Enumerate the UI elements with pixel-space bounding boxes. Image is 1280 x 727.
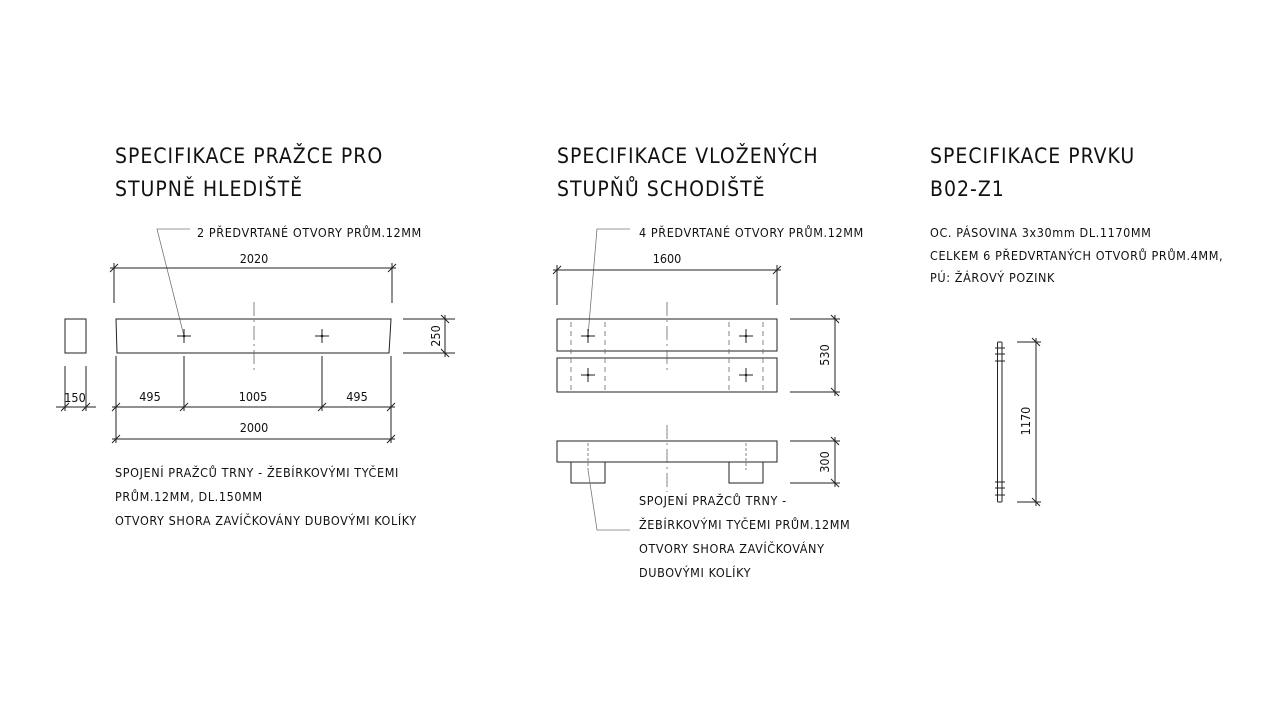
sleeper-beam	[115, 318, 392, 354]
panel-sleeper-spec: SPECIFIKACE PRAŽCE PRO STUPNĚ HLEDIŠTĚ 2…	[56, 143, 455, 528]
dimension-150: 150	[56, 366, 96, 412]
drill-hole-icon	[739, 368, 753, 382]
panel2-note-3: OTVORY SHORA ZAVÍČKOVÁNY	[639, 541, 825, 556]
dim-2000: 2000	[240, 420, 269, 435]
panel2-note-4: DUBOVÝMI KOLÍKY	[639, 565, 751, 580]
steel-strip	[997, 341, 1003, 503]
dim-1005: 1005	[239, 389, 268, 404]
dimension-1170: 1170	[1017, 337, 1041, 507]
dimension-250: 250	[403, 314, 455, 358]
dim-150-label: 150	[64, 390, 85, 405]
hidden-lines	[570, 322, 764, 390]
panel2-note-2: ŽEBÍRKOVÝMI TYČEMI PRŮM.12MM	[639, 517, 850, 532]
panel2-note-1: SPOJENÍ PRAŽCŮ TRNY -	[639, 493, 787, 508]
panel3-title-line1: SPECIFIKACE PRVKU	[930, 144, 1135, 168]
drill-hole-icon	[315, 329, 329, 343]
panel1-note-2: PRŮM.12MM, DL.150MM	[115, 489, 263, 504]
panel1-note-3: OTVORY SHORA ZAVÍČKOVÁNY DUBOVÝMI KOLÍKY	[115, 513, 417, 528]
dimension-2020: 2020	[109, 251, 397, 303]
panel1-leader-line	[156, 228, 190, 337]
panel3-title-line2: B02-Z1	[930, 177, 1005, 201]
sleeper-section	[64, 318, 87, 354]
panel1-title-line1: SPECIFIKACE PRAŽCE PRO	[115, 143, 383, 168]
drill-hole-icon	[177, 329, 191, 343]
step-section-leg	[728, 462, 764, 484]
dimension-1600: 1600	[552, 251, 782, 305]
drill-hole-icon	[739, 329, 753, 343]
dimension-530: 530	[790, 314, 840, 397]
dim-495-right: 495	[346, 389, 367, 404]
step-section-leg	[570, 462, 606, 484]
drill-hole-icon	[581, 329, 595, 343]
dimension-chain: 495 1005 495 2000	[111, 356, 396, 444]
dim-530-label: 530	[817, 344, 832, 365]
panel3-note-2: CELKEM 6 PŘEDVRTANÝCH OTVORŮ PRŮM.4MM,	[930, 248, 1223, 263]
panel1-note-1: SPOJENÍ PRAŽCŮ TRNY - ŽEBÍRKOVÝMI TYČEMI	[115, 465, 399, 480]
dim-1170-label: 1170	[1018, 407, 1033, 436]
panel1-leader-note: 2 PŘEDVRTANÉ OTVORY PRŮM.12MM	[197, 225, 422, 240]
panel2-leader-note: 4 PŘEDVRTANÉ OTVORY PRŮM.12MM	[639, 225, 864, 240]
dim-300-label: 300	[817, 451, 832, 472]
dim-250-label: 250	[428, 325, 443, 346]
panel1-title-line2: STUPNĚ HLEDIŠTĚ	[115, 176, 303, 201]
panel-element-spec: SPECIFIKACE PRVKU B02-Z1 OC. PÁSOVINA 3x…	[930, 144, 1223, 507]
panel2-leader-line	[587, 228, 630, 337]
dim-495-left: 495	[139, 389, 160, 404]
panel3-note-3: PÚ: ŽÁROVÝ POZINK	[930, 270, 1055, 285]
panel3-note-1: OC. PÁSOVINA 3x30mm DL.1170MM	[930, 225, 1151, 240]
strip-holes	[995, 347, 1005, 496]
panel2-notes-leader	[587, 469, 630, 531]
dim-2020-label: 2020	[240, 251, 269, 266]
drill-hole-icon	[581, 368, 595, 382]
panel2-title-line1: SPECIFIKACE VLOŽENÝCH	[557, 143, 819, 168]
panel2-title-line2: STUPŇŮ SCHODIŠTĚ	[557, 175, 766, 201]
panel-stair-steps-spec: SPECIFIKACE VLOŽENÝCH STUPŇŮ SCHODIŠTĚ 4…	[552, 143, 864, 580]
dimension-300: 300	[790, 436, 840, 488]
dim-1600-label: 1600	[653, 251, 682, 266]
